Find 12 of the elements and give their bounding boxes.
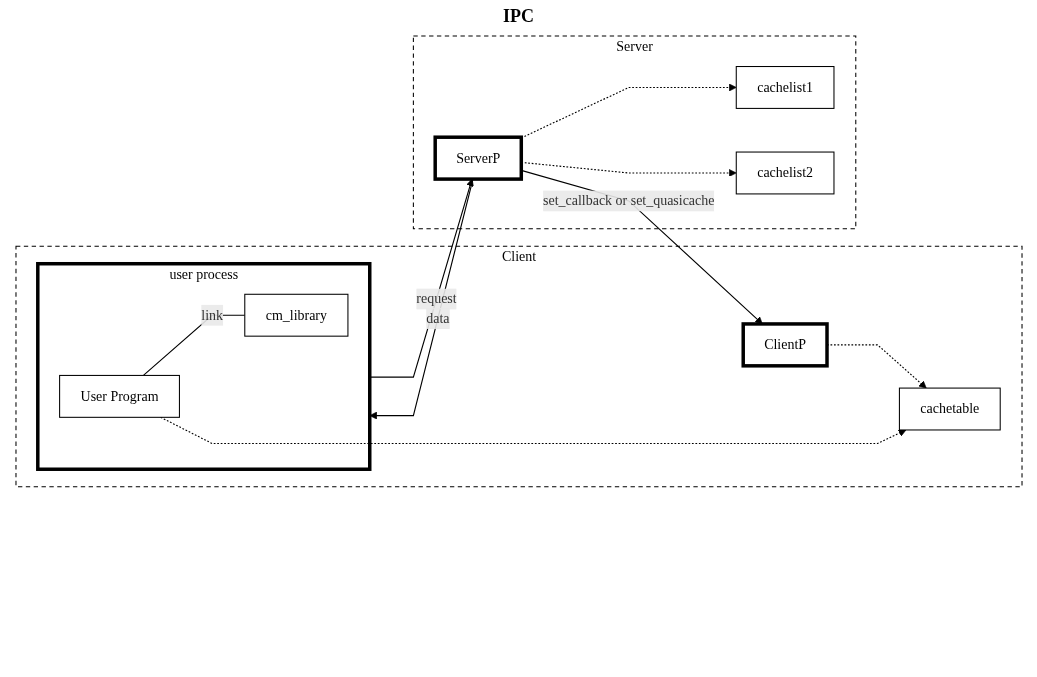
node-box: ServerP [432,135,523,181]
edge-label: set_callback or set_quasicache [542,193,714,208]
diagram-title: IPC [502,6,535,27]
node-box: ClientP [740,322,829,368]
node-box: cachetable [898,387,1001,431]
edge-label: request [415,291,457,307]
edge-label: data [425,310,449,326]
node-box: cachelist2 [735,151,834,195]
node-box: cachelist1 [735,66,834,109]
node-box: User Program [58,374,180,418]
node-box: cm_library [243,293,348,337]
edge-label: link [200,307,223,323]
